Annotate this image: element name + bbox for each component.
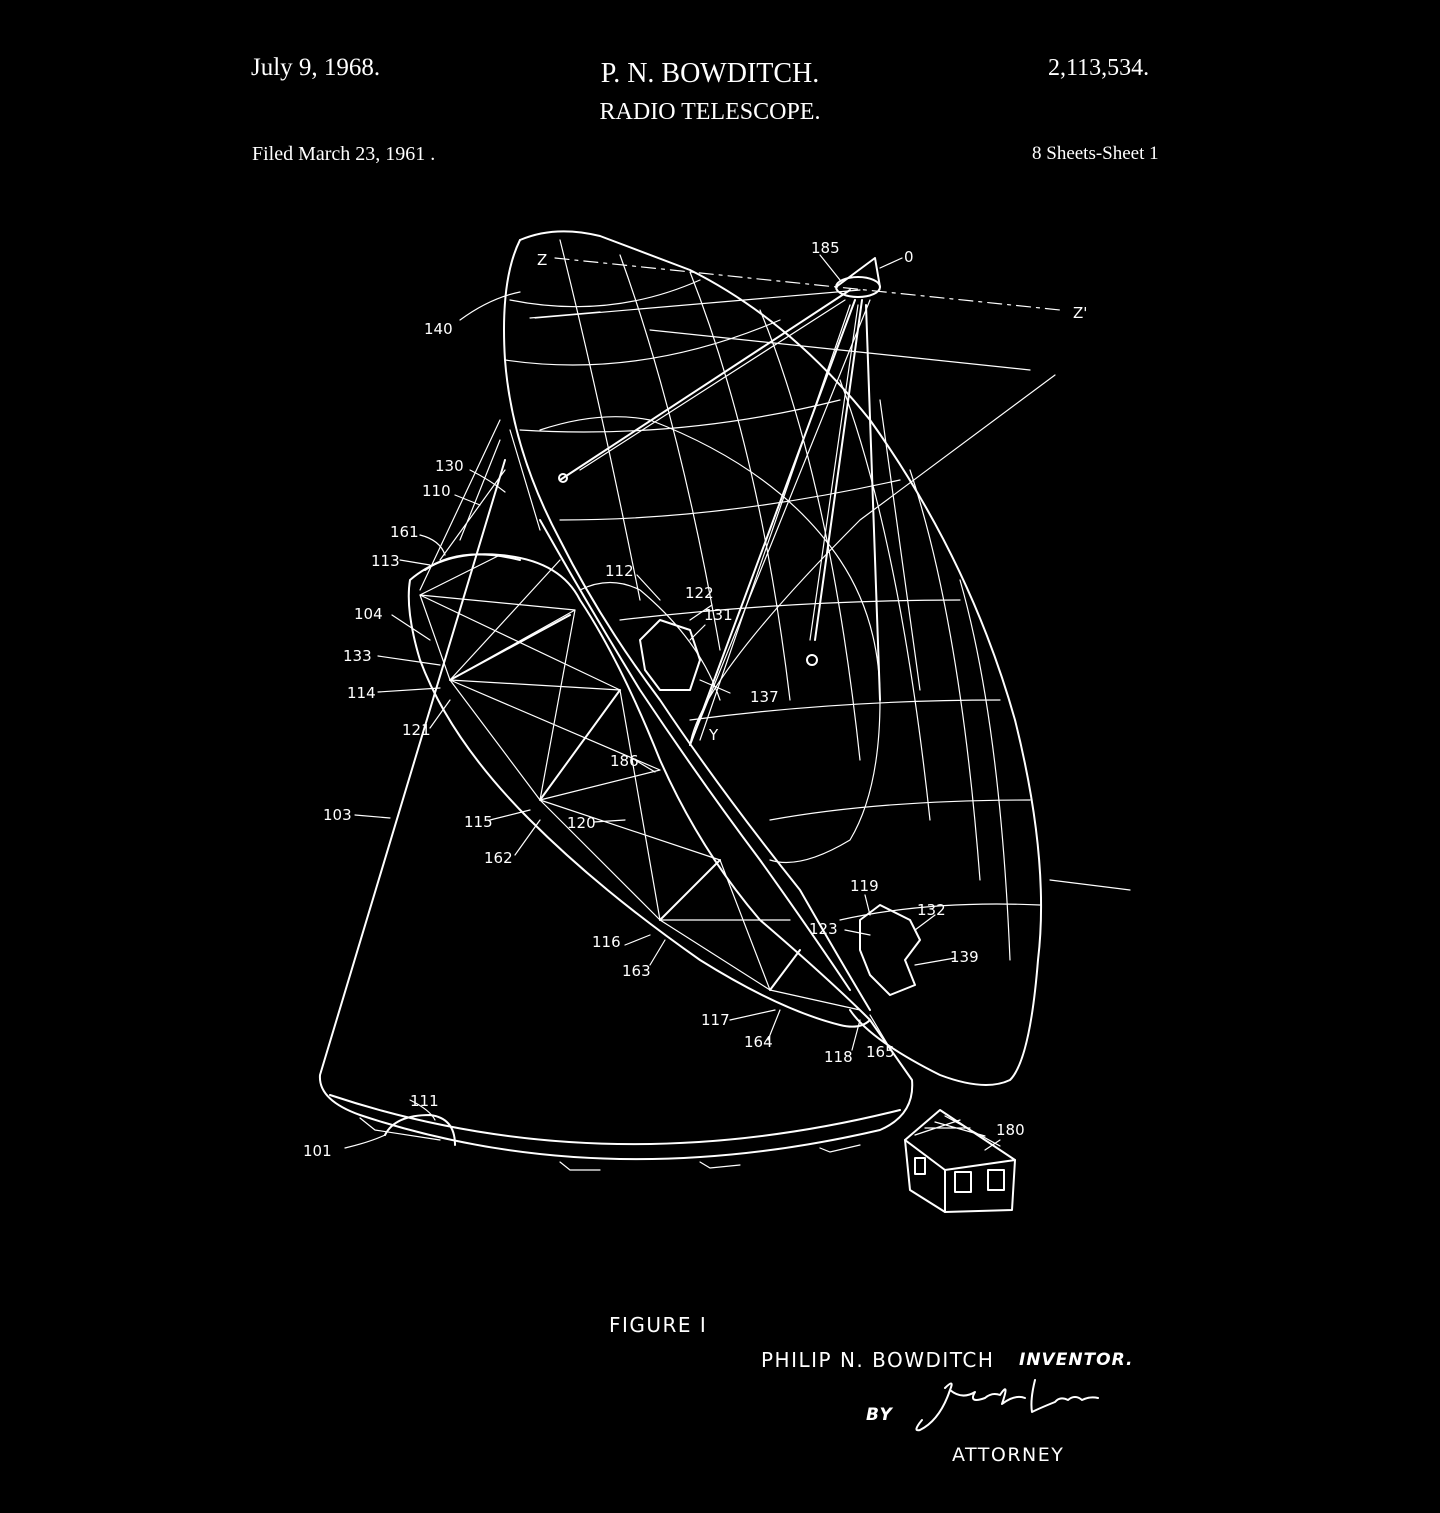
ring-girder-truss bbox=[407, 419, 871, 1028]
leader-lines bbox=[344, 254, 1001, 1151]
ref-113: 113 bbox=[371, 552, 400, 570]
ref-116: 116 bbox=[592, 933, 621, 951]
ref-185: 185 bbox=[811, 239, 840, 257]
ref-165: 165 bbox=[866, 1043, 895, 1061]
ref-121: 121 bbox=[402, 721, 431, 739]
ref-123: 123 bbox=[809, 920, 838, 938]
drive-units bbox=[639, 619, 921, 996]
ref-133: 133 bbox=[343, 647, 372, 665]
patent-date: July 9, 1968. bbox=[251, 54, 381, 81]
ref-110: 110 bbox=[422, 482, 451, 500]
ref-z-prime: Z' bbox=[1073, 304, 1087, 322]
sheet-count: 8 Sheets-Sheet 1 bbox=[1032, 143, 1159, 164]
reference-numerals: 185 0 Z Z' 140 130 110 161 113 104 133 1… bbox=[303, 239, 1087, 1160]
ref-112: 112 bbox=[605, 562, 634, 580]
ref-114: 114 bbox=[347, 684, 376, 702]
ref-122: 122 bbox=[685, 584, 714, 602]
figure-label: FIGURE I bbox=[609, 1313, 708, 1337]
ref-117: 117 bbox=[701, 1011, 730, 1029]
ref-101: 101 bbox=[303, 1142, 332, 1160]
ref-118: 118 bbox=[824, 1048, 853, 1066]
inventor-full: PHILIP N. BOWDITCH bbox=[761, 1348, 995, 1372]
by-label: BY bbox=[866, 1405, 894, 1425]
inventor-name: P. N. BOWDITCH. bbox=[600, 58, 820, 89]
feed-support-legs bbox=[558, 257, 881, 746]
ref-140: 140 bbox=[424, 320, 453, 338]
ref-164: 164 bbox=[744, 1033, 773, 1051]
ref-104: 104 bbox=[354, 605, 383, 623]
patent-number: 2,113,534. bbox=[1048, 55, 1150, 81]
ref-162: 162 bbox=[484, 849, 513, 867]
ref-186: 186 bbox=[610, 752, 639, 770]
attorney-label: ATTORNEY bbox=[952, 1444, 1065, 1466]
ref-180: 180 bbox=[996, 1121, 1025, 1139]
patent-title: RADIO TELESCOPE. bbox=[599, 99, 821, 125]
ref-130: 130 bbox=[435, 457, 464, 475]
ref-115: 115 bbox=[464, 813, 493, 831]
reflector-dish bbox=[503, 230, 1043, 1086]
ref-120: 120 bbox=[567, 814, 596, 832]
ref-y: Y bbox=[708, 726, 719, 744]
ref-119: 119 bbox=[850, 877, 879, 895]
ref-111: 111 bbox=[410, 1092, 439, 1110]
ref-131: 131 bbox=[704, 606, 733, 624]
inventor-role: INVENTOR. bbox=[1019, 1350, 1134, 1370]
ref-103: 103 bbox=[323, 806, 352, 824]
filed-date: Filed March 23, 1961 . bbox=[252, 143, 436, 165]
ref-132: 132 bbox=[917, 901, 946, 919]
ref-z: Z bbox=[537, 251, 547, 269]
tower-cone bbox=[318, 459, 914, 1171]
ray-lines bbox=[529, 257, 1131, 891]
ref-161: 161 bbox=[390, 523, 419, 541]
ref-137: 137 bbox=[750, 688, 779, 706]
ref-0: 0 bbox=[904, 248, 914, 266]
ref-163: 163 bbox=[622, 962, 651, 980]
attorney-signature bbox=[915, 1379, 1099, 1432]
ref-139: 139 bbox=[950, 948, 979, 966]
control-house-180 bbox=[904, 1109, 1016, 1213]
